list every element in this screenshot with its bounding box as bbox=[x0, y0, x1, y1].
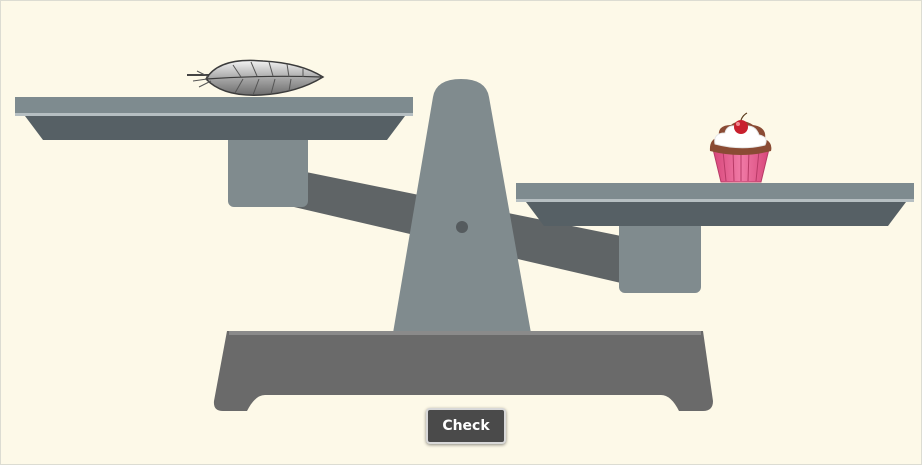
left-pan-hanger bbox=[228, 133, 308, 207]
left-pan bbox=[15, 97, 413, 140]
feather-item[interactable] bbox=[187, 60, 323, 95]
right-pan-hanger bbox=[619, 219, 701, 293]
scale-base bbox=[214, 331, 713, 411]
pivot-point bbox=[456, 221, 468, 233]
check-button[interactable]: Check bbox=[426, 408, 506, 444]
right-pan bbox=[516, 183, 914, 226]
cupcake-item[interactable] bbox=[710, 113, 771, 182]
